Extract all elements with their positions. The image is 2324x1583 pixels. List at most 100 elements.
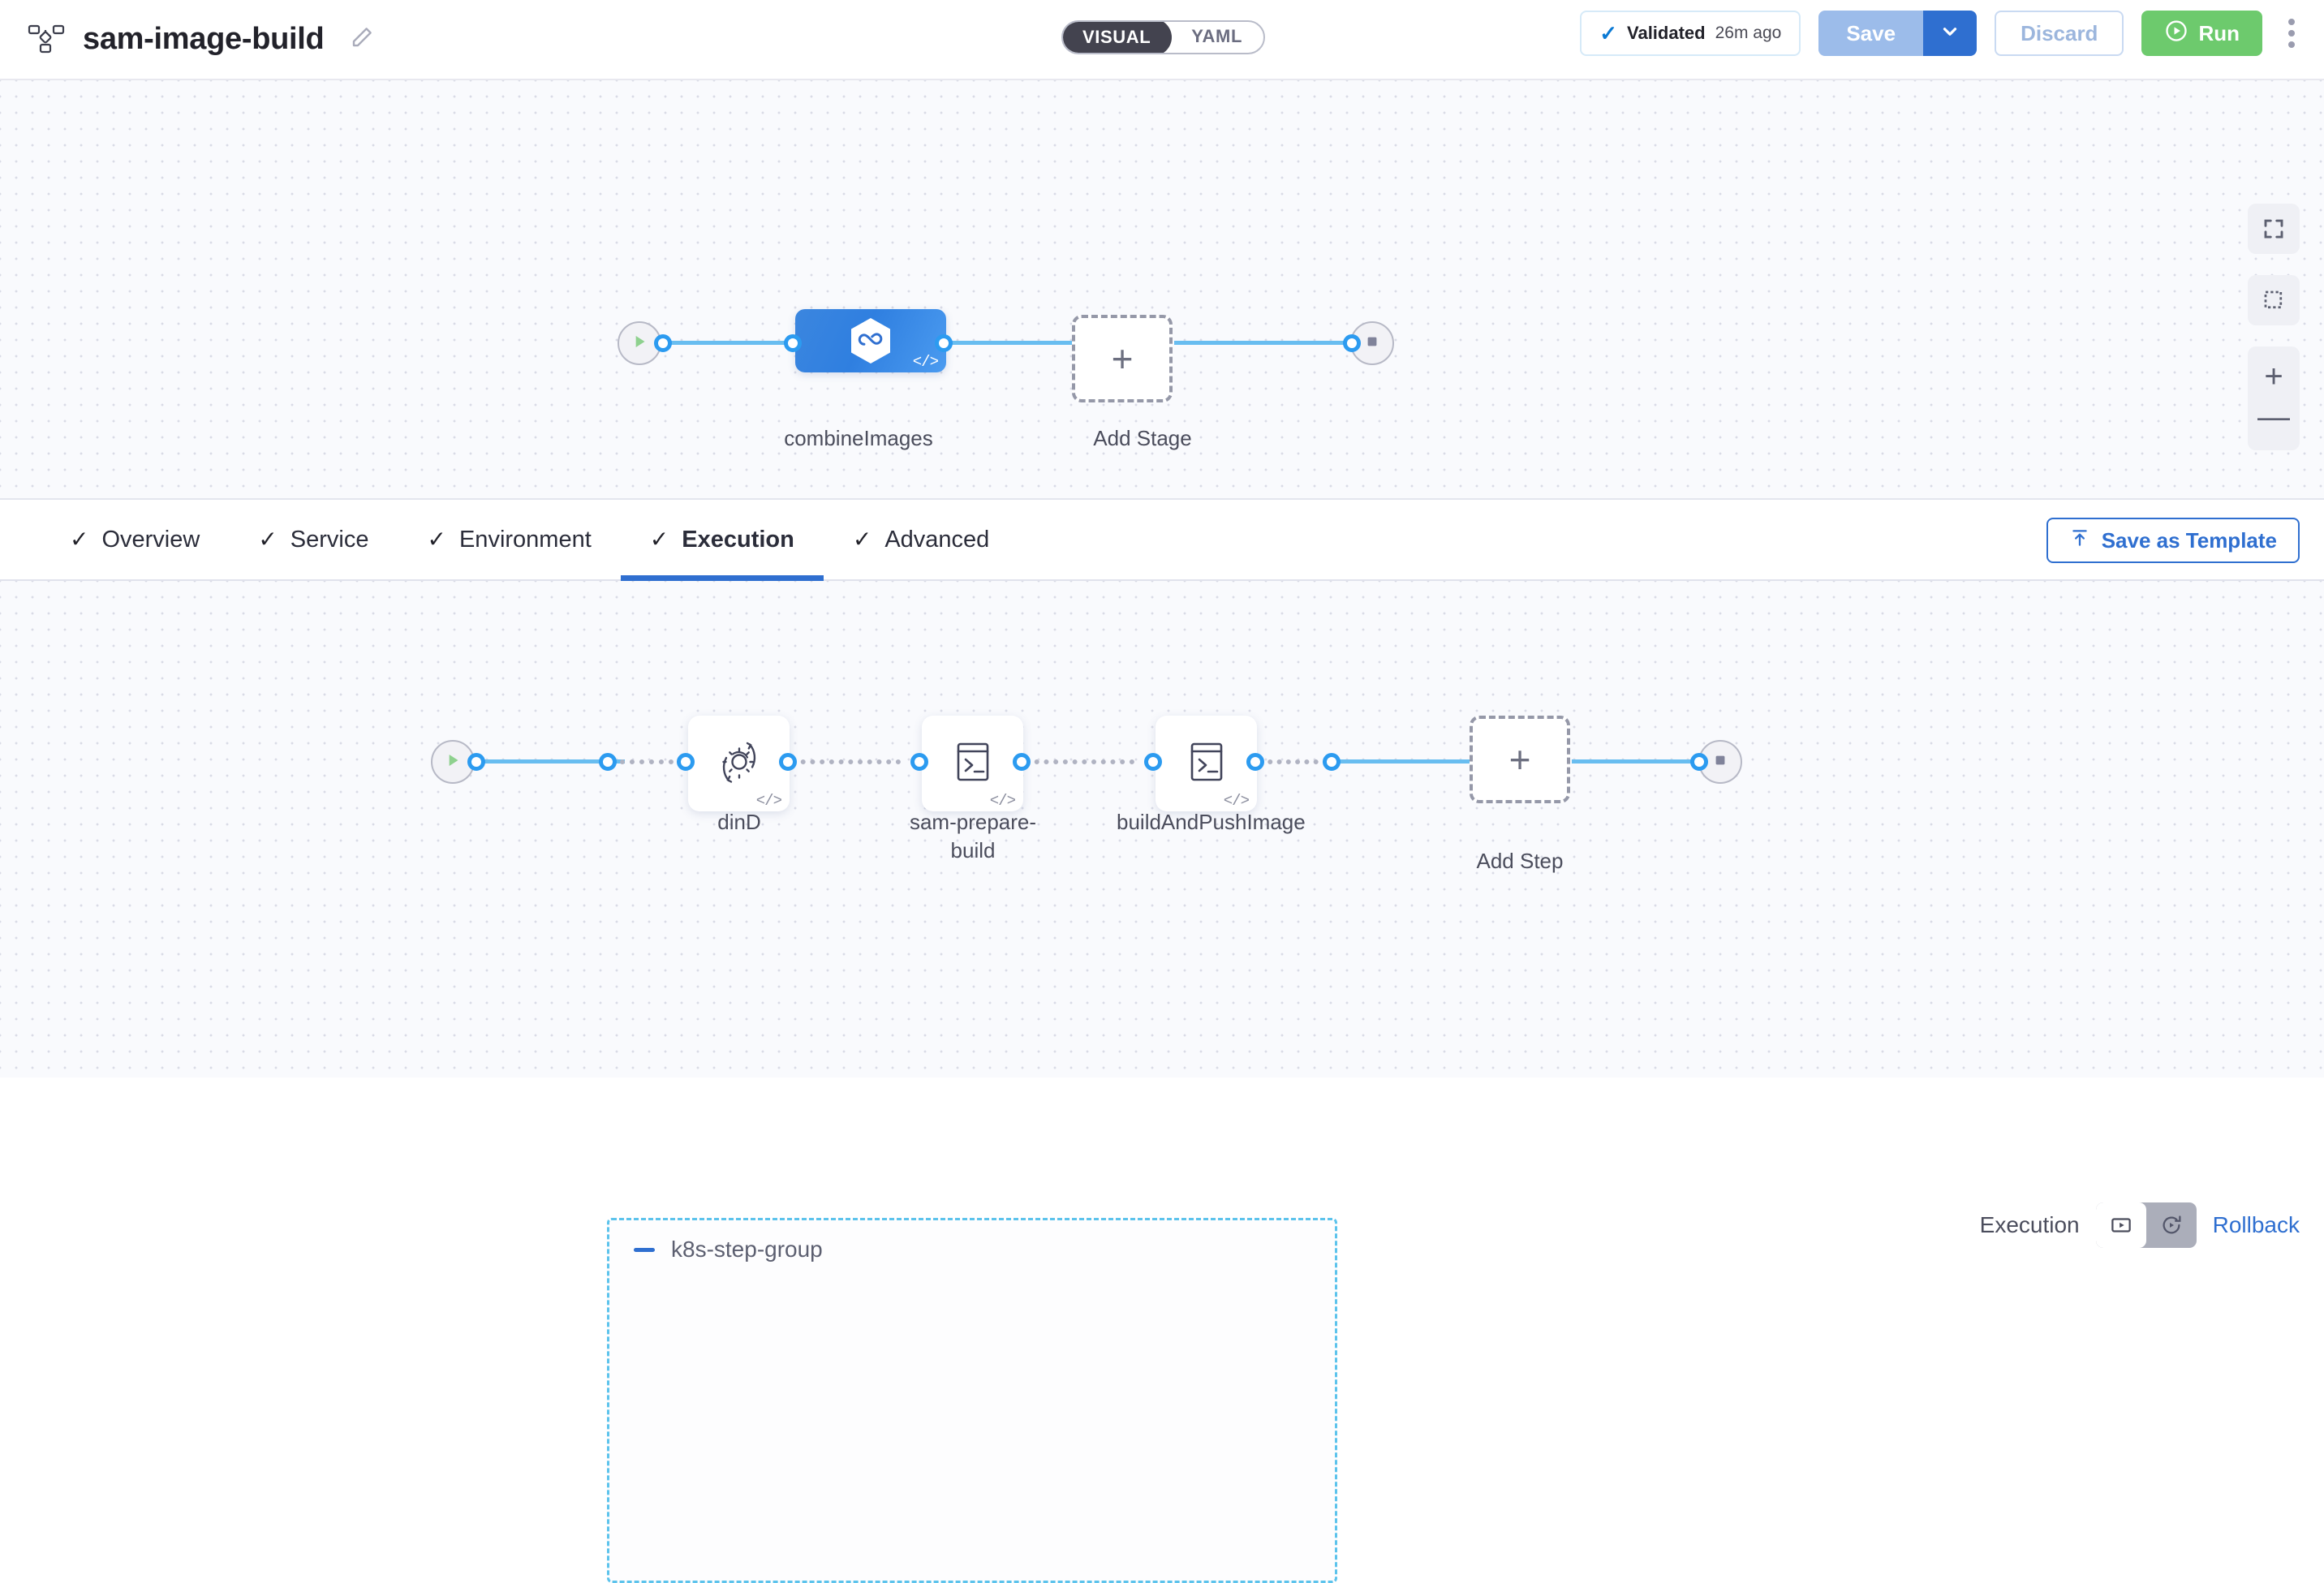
save-dropdown-button[interactable] bbox=[1923, 11, 1978, 56]
terminal-icon bbox=[948, 737, 998, 787]
edge-group-to-addstep bbox=[1334, 759, 1470, 764]
edge-stage-to-addstage bbox=[946, 341, 1072, 345]
play-circle-icon bbox=[2164, 19, 2188, 49]
stage-code-badge: </> bbox=[912, 353, 939, 371]
step-end-port[interactable] bbox=[1690, 753, 1708, 771]
save-as-template-label: Save as Template bbox=[2101, 527, 2277, 553]
start-port[interactable] bbox=[654, 334, 672, 352]
step-node-buildAndPushImage[interactable]: </> bbox=[1156, 716, 1257, 811]
check-icon: ✓ bbox=[258, 527, 278, 552]
edge-addstep-to-end bbox=[1572, 759, 1699, 764]
step-group-k8s-step-group[interactable]: k8s-step-group bbox=[607, 1218, 1337, 1583]
save-button[interactable]: Save bbox=[1818, 11, 1924, 56]
check-icon: ✓ bbox=[70, 527, 89, 552]
tab-overview[interactable]: ✓ Overview bbox=[41, 500, 229, 579]
app-header: sam-image-build VISUAL YAML ✓ Validated … bbox=[0, 0, 2324, 80]
marquee-select-icon[interactable] bbox=[2248, 275, 2300, 325]
tab-execution[interactable]: ✓ Execution bbox=[620, 500, 824, 581]
step-canvas[interactable]: Execution Rollback bbox=[0, 581, 2324, 1583]
header-left: sam-image-build bbox=[0, 22, 374, 57]
zoom-in-button[interactable]: + bbox=[2264, 359, 2283, 394]
stage-node-combineImages[interactable]: </> bbox=[795, 309, 946, 372]
tab-service[interactable]: ✓ Service bbox=[229, 500, 398, 579]
step-code-badge: </> bbox=[755, 792, 782, 810]
plus-icon: + bbox=[1508, 738, 1531, 781]
stage-canvas[interactable]: </> combineImages + Add Stage + — bbox=[0, 80, 2324, 500]
stage-in-port[interactable] bbox=[784, 334, 802, 352]
execution-label: Execution bbox=[1979, 1212, 2080, 1237]
group-exit-port[interactable] bbox=[1323, 753, 1341, 771]
end-port[interactable] bbox=[1343, 334, 1361, 352]
edge-group-to-dind bbox=[610, 759, 683, 764]
edge-prepare-to-build bbox=[1025, 759, 1134, 764]
check-icon: ✓ bbox=[427, 527, 446, 552]
edge-addstage-to-end bbox=[1174, 341, 1354, 345]
edge-dind-to-prepare bbox=[791, 759, 901, 764]
step-node-sam-prepare-build[interactable]: </> bbox=[922, 716, 1023, 811]
status-badge: ✓ Validated 26m ago bbox=[1580, 11, 1801, 56]
add-step-label: Add Step bbox=[1476, 849, 1564, 873]
step-code-badge: </> bbox=[1223, 792, 1250, 810]
build-out-port[interactable] bbox=[1246, 753, 1264, 771]
tab-yaml[interactable]: YAML bbox=[1191, 26, 1242, 46]
stage-config-tabbar: ✓ Overview ✓ Service ✓ Environment ✓ Exe… bbox=[0, 500, 2324, 581]
chevron-down-icon bbox=[1939, 21, 1960, 46]
rollback-button[interactable]: Rollback bbox=[2212, 1212, 2300, 1237]
execution-view-icon[interactable] bbox=[2095, 1202, 2146, 1248]
tab-label: Service bbox=[290, 526, 369, 553]
discard-button[interactable]: Discard bbox=[1995, 11, 2124, 56]
stage-out-port[interactable] bbox=[935, 334, 953, 352]
run-label: Run bbox=[2198, 20, 2240, 45]
play-icon bbox=[442, 750, 463, 775]
tab-environment[interactable]: ✓ Environment bbox=[398, 500, 621, 579]
fit-screen-icon[interactable] bbox=[2248, 204, 2300, 254]
save-as-template-button[interactable]: Save as Template bbox=[2046, 518, 2300, 563]
pipeline-nodes-icon bbox=[28, 23, 65, 57]
stop-icon bbox=[1710, 750, 1731, 775]
zoom-in-out-group: + — bbox=[2248, 346, 2300, 450]
prepare-out-port[interactable] bbox=[1013, 753, 1031, 771]
tab-label: Overview bbox=[101, 526, 200, 553]
minus-collapse-icon[interactable] bbox=[634, 1247, 655, 1252]
pipeline-end-node[interactable] bbox=[1350, 321, 1394, 365]
group-entry-port[interactable] bbox=[599, 753, 617, 771]
zoom-out-button[interactable]: — bbox=[2257, 399, 2290, 435]
stop-icon bbox=[1362, 331, 1383, 356]
edge-start-to-stage bbox=[665, 341, 791, 345]
view-switch[interactable] bbox=[2095, 1202, 2197, 1248]
pencil-edit-icon[interactable] bbox=[342, 25, 374, 54]
tab-visual[interactable]: VISUAL bbox=[1063, 22, 1173, 53]
upload-template-icon bbox=[2069, 527, 2090, 554]
step-label-buildAndPushImage: buildAndPushImage bbox=[1117, 810, 1306, 834]
stage-label-combineImages: combineImages bbox=[784, 426, 933, 450]
dind-out-port[interactable] bbox=[779, 753, 797, 771]
view-mode-toggle[interactable]: VISUAL YAML bbox=[1061, 20, 1265, 54]
prepare-in-port[interactable] bbox=[910, 753, 928, 771]
kebab-menu-icon[interactable] bbox=[2280, 19, 2303, 48]
tab-label: Environment bbox=[458, 526, 592, 553]
run-button[interactable]: Run bbox=[2141, 11, 2262, 56]
save-split-button[interactable]: Save bbox=[1818, 11, 1978, 56]
step-label-dinD: dinD bbox=[717, 810, 761, 834]
dind-in-port[interactable] bbox=[677, 753, 695, 771]
check-icon: ✓ bbox=[1599, 21, 1617, 45]
edge-start-to-group bbox=[479, 759, 625, 764]
plus-icon: + bbox=[1111, 338, 1134, 380]
step-start-port[interactable] bbox=[467, 753, 485, 771]
rollback-view-icon[interactable] bbox=[2146, 1202, 2197, 1248]
add-stage-button[interactable]: + bbox=[1072, 315, 1173, 402]
edge-build-to-groupexit bbox=[1259, 759, 1328, 764]
tab-advanced[interactable]: ✓ Advanced bbox=[824, 500, 1018, 579]
play-icon bbox=[629, 331, 650, 356]
step-label-sam-prepare-build: sam-prepare-build bbox=[909, 810, 1037, 863]
tab-list: ✓ Overview ✓ Service ✓ Environment ✓ Exe… bbox=[0, 500, 1018, 581]
gear-rotate-icon bbox=[714, 737, 764, 787]
validated-label: Validated bbox=[1627, 23, 1706, 43]
add-stage-label: Add Stage bbox=[1093, 426, 1192, 450]
tab-label: Advanced bbox=[884, 526, 990, 553]
canvas-zoom-tools: + — bbox=[2248, 204, 2300, 450]
build-in-port[interactable] bbox=[1144, 753, 1162, 771]
add-step-button[interactable]: + bbox=[1470, 716, 1570, 803]
step-node-dinD[interactable]: </> bbox=[688, 716, 790, 811]
step-group-header: k8s-step-group bbox=[634, 1237, 823, 1263]
